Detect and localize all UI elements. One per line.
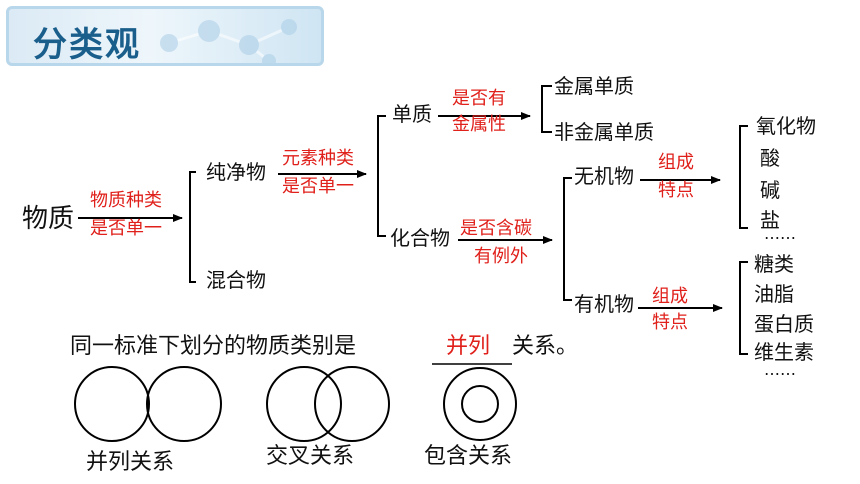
relation-label-intersect: 交叉关系 xyxy=(266,444,355,469)
element-criteria-line-2: 金属性 xyxy=(452,114,506,135)
element-criteria-line-1: 是否有 xyxy=(452,88,506,109)
inorganic-item: 酸 xyxy=(760,146,780,170)
compound-criteria-line-1: 是否含碳 xyxy=(460,218,532,239)
metal-element-node: 金属单质 xyxy=(554,74,634,98)
inorganic-criteria-line-1: 组成 xyxy=(658,152,694,173)
element-node: 单质 xyxy=(392,102,432,126)
relation-label-parallel: 并列关系 xyxy=(86,450,175,475)
molecule-decoration-icon xyxy=(160,19,297,63)
pure-substance-node: 纯净物 xyxy=(206,160,266,184)
root-node: 物质 xyxy=(22,204,75,234)
pure-criteria-line-2: 是否单一 xyxy=(282,176,354,197)
mixture-node: 混合物 xyxy=(206,268,266,292)
organic-item: 蛋白质 xyxy=(754,312,814,336)
note-suffix: 关系。 xyxy=(512,334,579,359)
note-prefix: 同一标准下划分的物质类别是 xyxy=(70,334,357,359)
relation-label-include: 包含关系 xyxy=(424,444,513,469)
root-criteria-line-2: 是否单一 xyxy=(90,218,162,239)
compound-node: 化合物 xyxy=(390,226,450,250)
root-criteria-line-1: 物质种类 xyxy=(90,190,162,211)
organic-node: 有机物 xyxy=(574,292,634,316)
inorganic-item-ellipsis: …… xyxy=(764,224,796,243)
compound-criteria-line-2: 有例外 xyxy=(474,246,528,267)
organic-item: 维生素 xyxy=(754,340,814,364)
organic-item: 油脂 xyxy=(754,282,794,306)
page-title: 分类观 xyxy=(33,25,141,65)
organic-criteria-line-2: 特点 xyxy=(652,312,688,333)
note-answer: 并列 xyxy=(446,334,491,359)
header-banner: 分类观 xyxy=(6,6,324,66)
organic-item: 糖类 xyxy=(754,252,794,276)
inorganic-item: 氧化物 xyxy=(756,114,816,138)
inorganic-item: 碱 xyxy=(760,178,780,202)
pure-criteria-line-1: 元素种类 xyxy=(282,148,354,169)
nonmetal-element-node: 非金属单质 xyxy=(554,120,654,144)
inorganic-item: 盐 xyxy=(760,208,780,232)
organic-item-ellipsis: …… xyxy=(764,360,796,379)
organic-criteria-line-1: 组成 xyxy=(652,286,688,307)
inorganic-node: 无机物 xyxy=(574,164,634,188)
inorganic-criteria-line-2: 特点 xyxy=(658,180,694,201)
